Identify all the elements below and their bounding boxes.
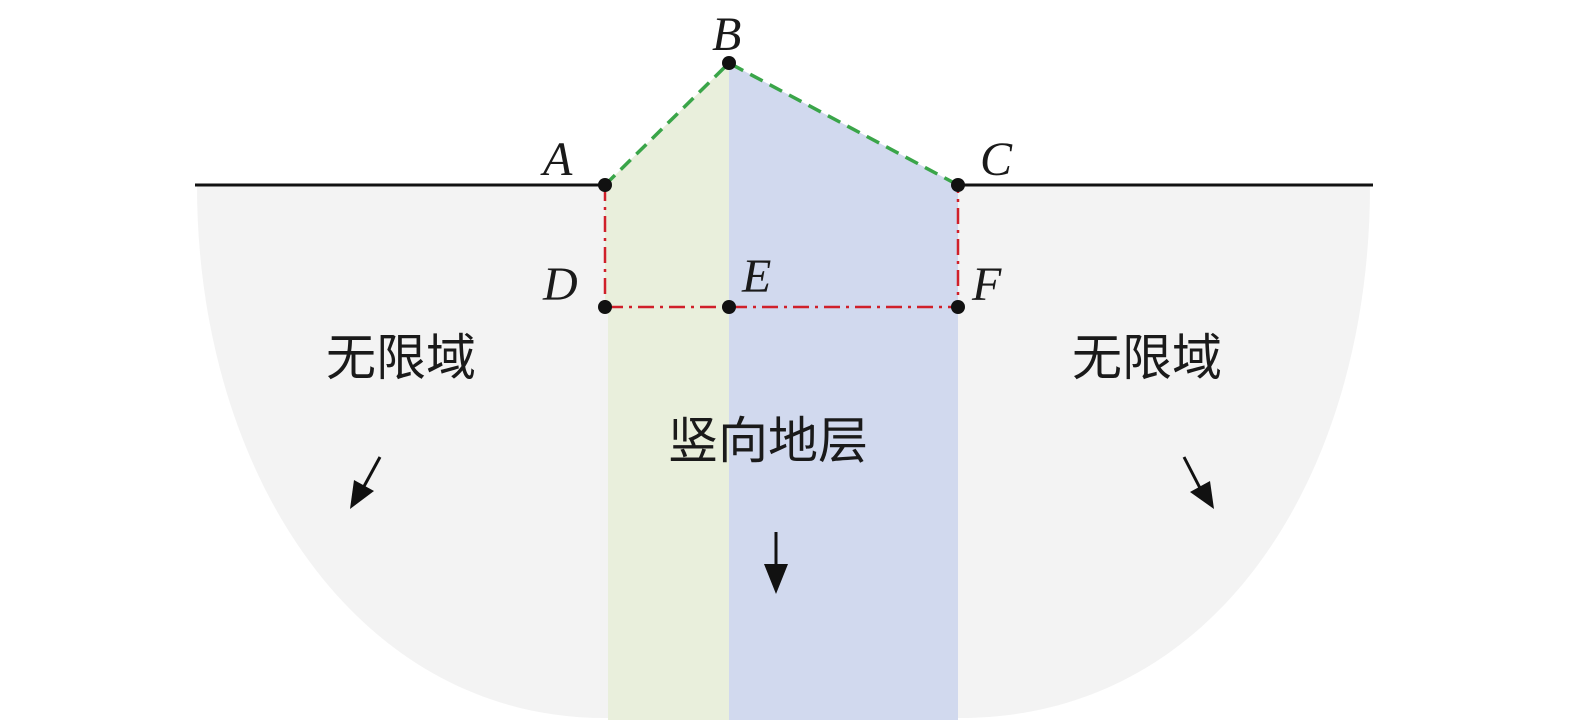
label-point-d: D: [542, 258, 578, 311]
label-point-b: B: [712, 8, 741, 61]
label-point-e: E: [741, 250, 771, 303]
label-vertical-strata: 竖向地层: [668, 412, 868, 470]
slope-boundary-abc: [603, 60, 959, 187]
node-c: [951, 178, 965, 192]
label-left-infinite-domain: 无限域: [326, 329, 476, 387]
arrow-down-icon: [764, 532, 788, 594]
node-a: [598, 178, 612, 192]
right-strata-column: [729, 63, 958, 720]
label-point-a: A: [540, 133, 573, 186]
label-right-infinite-domain: 无限域: [1072, 329, 1222, 387]
layer-boundary-adfc: [603, 185, 960, 309]
node-e: [722, 300, 736, 314]
node-f: [951, 300, 965, 314]
label-point-c: C: [980, 133, 1013, 186]
node-d: [598, 300, 612, 314]
arrow-down-right-icon: [1182, 456, 1214, 509]
label-point-f: F: [971, 258, 1002, 311]
node-b: [722, 56, 736, 70]
left-strata-column: [605, 63, 729, 720]
arrow-down-left-icon: [350, 456, 382, 509]
